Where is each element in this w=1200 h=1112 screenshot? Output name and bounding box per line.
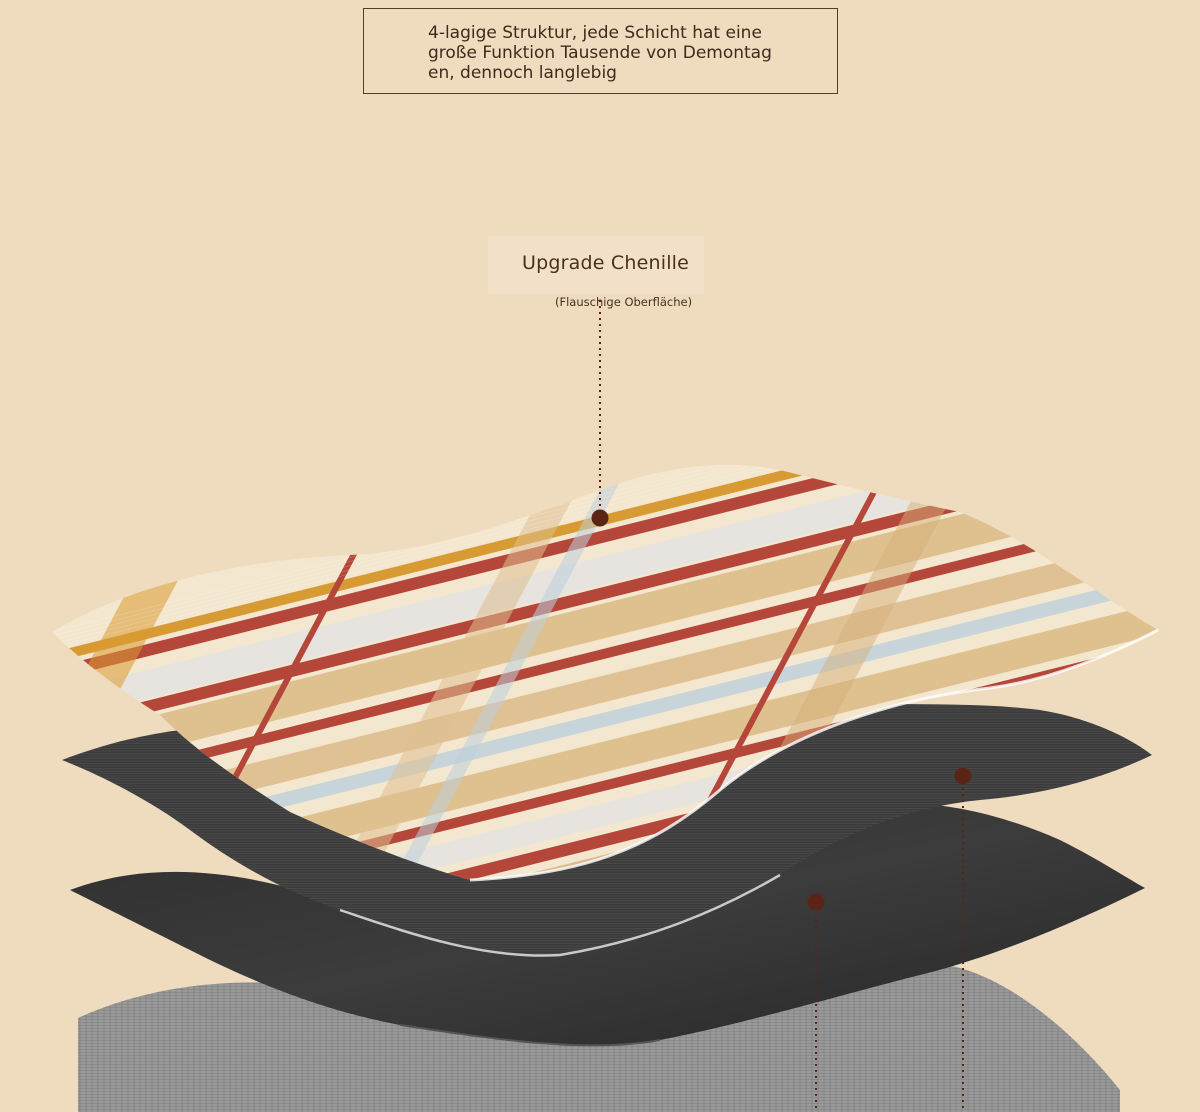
header-box xyxy=(363,8,838,94)
callout-dot-right xyxy=(954,767,972,785)
layer-label-card xyxy=(488,236,704,294)
callout-dot-middle xyxy=(807,893,825,911)
header-text: 4-lagige Struktur, jede Schicht hat eine… xyxy=(428,23,772,83)
callout-dot-top xyxy=(591,509,609,527)
layer-subtitle: (Flauschige Oberfläche) xyxy=(555,295,693,309)
layer-title: Upgrade Chenille xyxy=(522,252,690,274)
